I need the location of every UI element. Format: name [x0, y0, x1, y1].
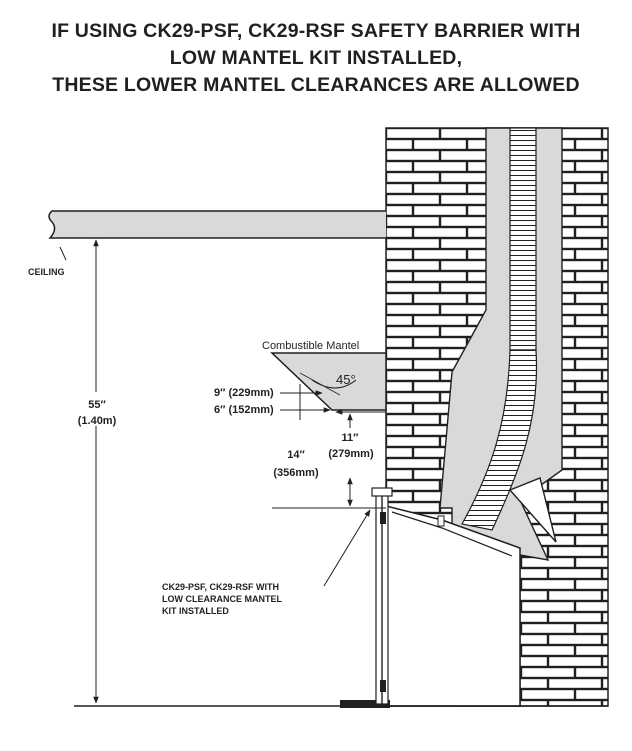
title-line-3: THESE LOWER MANTEL CLEARANCES ARE ALLOWE…	[52, 74, 580, 96]
ceiling-label: CEILING	[28, 267, 65, 277]
barrier-label-line2: LOW CLEARANCE MANTEL	[162, 594, 282, 604]
flue-liner-lower	[461, 349, 538, 531]
ceiling	[48, 210, 386, 239]
combustible-mantel	[270, 352, 387, 411]
diagram-title: IF USING CK29-PSF, CK29-RSF SAFETY BARRI…	[0, 18, 632, 99]
title-line-2: LOW MANTEL KIT INSTALLED,	[169, 47, 463, 69]
firebox-inner-line	[391, 511, 513, 557]
dim-6-label: 6″ (152mm)	[214, 404, 274, 416]
angle-arc	[311, 379, 357, 389]
safety-barrier	[371, 487, 393, 705]
title-line-1: IF USING CK29-PSF, CK29-RSF SAFETY BARRI…	[51, 20, 581, 42]
flue-liner-upper	[509, 127, 537, 351]
barrier-label-line3: KIT INSTALLED	[162, 606, 229, 616]
ceiling-leader	[59, 246, 67, 261]
angle-guide	[299, 372, 341, 396]
dim-14-metric: (356mm)	[273, 467, 319, 479]
combustible-mantel-label: Combustible Mantel	[262, 340, 359, 352]
firebox-lintel-tab	[437, 515, 445, 527]
hearth-base	[340, 700, 390, 708]
dim-55-metric: (1.40m)	[78, 415, 117, 427]
dim-11-value: 11″	[342, 432, 360, 444]
smoke-chamber	[508, 477, 557, 543]
angle-label: 45°	[336, 372, 356, 387]
dim-9-label: 9″ (229mm)	[214, 387, 274, 399]
dim-11-metric: (279mm)	[328, 448, 374, 460]
barrier-label-line1: CK29-PSF, CK29-RSF WITH	[162, 582, 279, 592]
barrier-leader	[323, 509, 371, 587]
dim-14-value: 14″	[287, 449, 305, 461]
dim-55-value: 55″	[88, 399, 106, 411]
